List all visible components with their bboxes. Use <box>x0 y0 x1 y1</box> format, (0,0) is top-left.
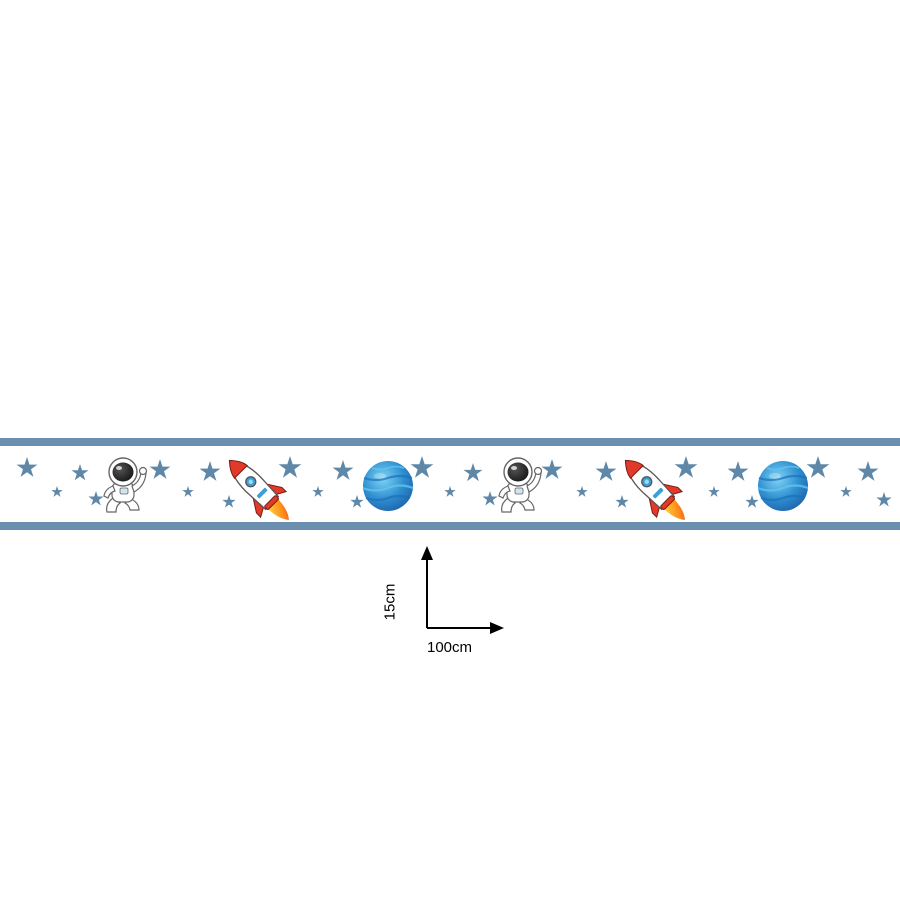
star-icon <box>857 461 879 481</box>
dimension-arrows <box>421 546 504 634</box>
star-icon <box>482 491 498 506</box>
star-icon <box>615 495 629 508</box>
star-icon <box>876 492 892 507</box>
star-icon <box>88 491 104 506</box>
star-icon <box>410 456 434 478</box>
dimension-indicator: 15cm 100cm <box>380 540 530 670</box>
bottom-band <box>0 522 900 530</box>
height-label: 15cm <box>381 583 399 621</box>
planet-icon <box>361 459 415 513</box>
star-icon <box>71 464 89 481</box>
star-icon <box>16 457 38 477</box>
star-icon <box>222 495 236 508</box>
star-icon <box>840 486 852 497</box>
star-icon <box>463 463 483 482</box>
planet-icon <box>756 459 810 513</box>
star-icon <box>51 486 63 497</box>
star-icon <box>199 461 221 481</box>
star-icon <box>674 456 698 478</box>
top-band <box>0 438 900 446</box>
star-icon <box>708 486 720 497</box>
up-arrow-icon <box>421 546 433 560</box>
right-arrow-icon <box>490 622 504 634</box>
star-icon <box>444 486 456 497</box>
star-icon <box>182 486 194 497</box>
width-label: 100cm <box>427 639 473 656</box>
wall-border-strip <box>0 438 900 530</box>
star-icon <box>541 459 563 479</box>
star-icon <box>149 459 171 479</box>
star-icon <box>576 486 588 497</box>
star-icon <box>278 456 302 478</box>
star-icon <box>332 460 354 480</box>
star-icon <box>595 461 617 481</box>
astronaut-icon <box>103 457 148 513</box>
star-icon <box>745 495 759 508</box>
star-icon <box>727 461 749 481</box>
star-icon <box>350 495 364 508</box>
star-icon <box>312 486 324 497</box>
star-icon <box>806 456 830 478</box>
astronaut-icon <box>498 457 543 513</box>
